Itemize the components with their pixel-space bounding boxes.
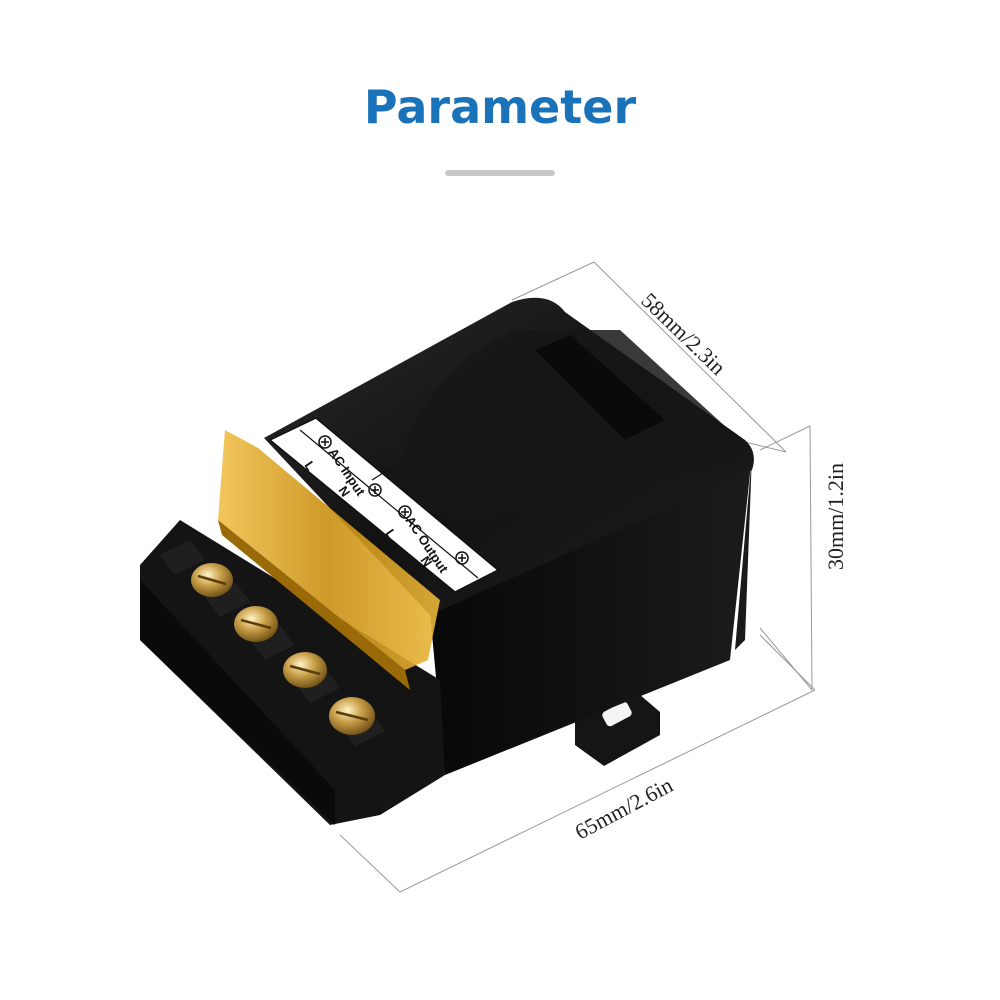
height-dimension-label: 30mm/1.2in [823, 463, 848, 570]
screw [329, 697, 375, 735]
terminal-screws [191, 563, 375, 735]
mounting-tab [575, 688, 660, 766]
terminal-screw-symbols [318, 435, 469, 565]
dimension-height: 30mm/1.2in [759, 425, 848, 691]
screw [191, 563, 233, 597]
terminal-label-panel: AC Input AC Output L N L N [268, 417, 500, 593]
screw [234, 606, 278, 642]
amber-terminal-cover [218, 430, 440, 690]
page-title: Parameter [363, 80, 637, 134]
screw [283, 652, 327, 688]
title-underline [445, 170, 555, 176]
